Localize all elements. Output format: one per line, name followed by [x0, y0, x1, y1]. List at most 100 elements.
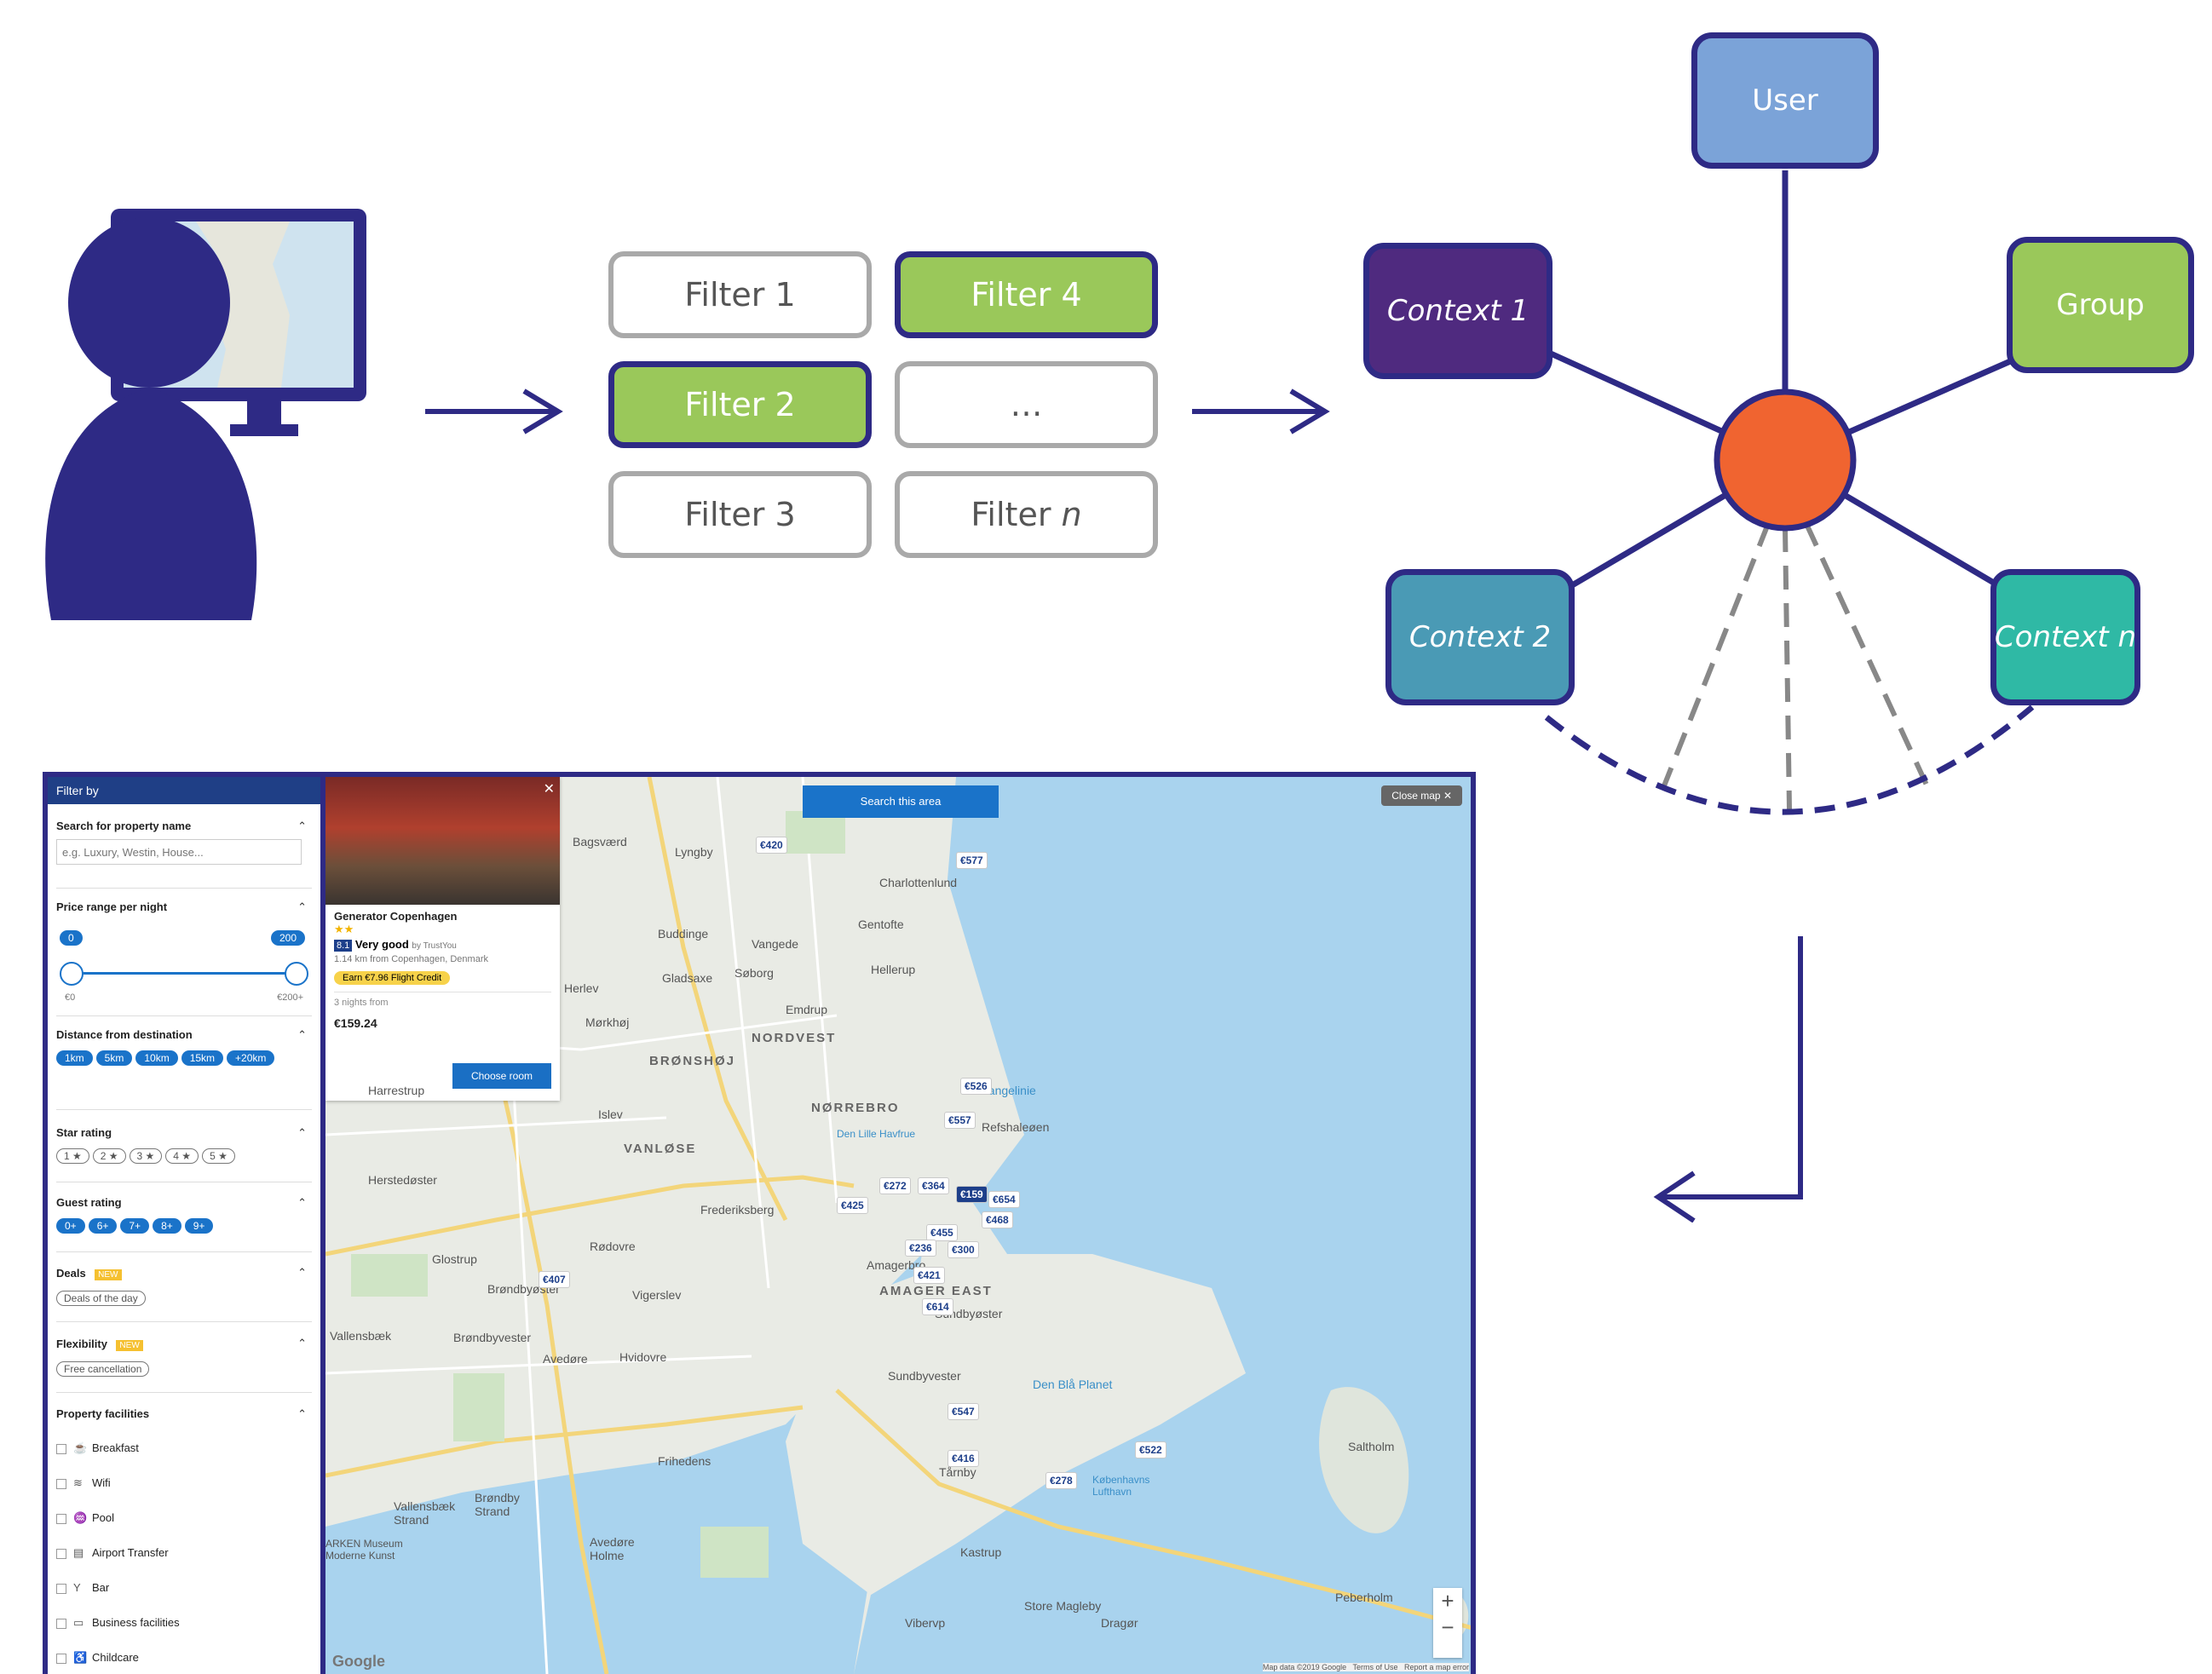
- price-marker[interactable]: €557: [944, 1112, 976, 1129]
- guest-7[interactable]: 7+: [120, 1218, 150, 1234]
- place-label: Den Blå Planet: [1033, 1378, 1113, 1391]
- deals-of-the-day[interactable]: Deals of the day: [56, 1291, 146, 1306]
- guest-6[interactable]: 6+: [88, 1218, 118, 1234]
- checkbox[interactable]: [56, 1548, 66, 1559]
- price-marker[interactable]: €236: [905, 1240, 936, 1257]
- filter-4[interactable]: Filter 4: [895, 251, 1158, 338]
- price-marker[interactable]: €364: [918, 1177, 949, 1194]
- star-3[interactable]: 3 ★: [129, 1148, 163, 1164]
- free-cancellation[interactable]: Free cancellation: [56, 1361, 150, 1377]
- place-label: NORDVEST: [752, 1031, 837, 1045]
- chevron-up-icon[interactable]: ⌃: [297, 1266, 307, 1279]
- flexibility-section: Flexibility NEW ⌃ Free cancellation: [56, 1337, 312, 1393]
- price-min-handle[interactable]: [60, 962, 84, 986]
- checkbox[interactable]: [56, 1583, 66, 1594]
- price-marker-selected[interactable]: €159: [956, 1186, 988, 1203]
- filter-n[interactable]: Filter n: [895, 471, 1158, 558]
- checkbox[interactable]: [56, 1478, 66, 1489]
- stroller-icon: ♿: [73, 1651, 88, 1664]
- price-marker[interactable]: €468: [982, 1211, 1013, 1228]
- hotel-name[interactable]: Generator Copenhagen: [334, 910, 458, 923]
- price-marker[interactable]: €421: [913, 1267, 945, 1284]
- cocktail-icon: Y: [73, 1581, 81, 1594]
- map-footer[interactable]: Map data ©2019 Google Terms of Use Repor…: [1262, 1663, 1469, 1671]
- price-marker[interactable]: €407: [539, 1271, 570, 1288]
- star-5[interactable]: 5 ★: [202, 1148, 235, 1164]
- price-marker[interactable]: €654: [988, 1191, 1020, 1208]
- price-marker[interactable]: €577: [956, 852, 988, 869]
- price-marker[interactable]: €425: [837, 1197, 868, 1214]
- filter-1[interactable]: Filter 1: [608, 251, 872, 338]
- chevron-up-icon[interactable]: ⌃: [297, 1337, 307, 1349]
- price-title: Price range per night: [56, 900, 168, 913]
- facility-business[interactable]: ▭Business facilities: [56, 1616, 180, 1630]
- close-map-button[interactable]: Close map ✕: [1381, 785, 1462, 806]
- facility-pool[interactable]: ♒Pool: [56, 1511, 114, 1525]
- checkbox[interactable]: [56, 1653, 66, 1664]
- facility-wifi[interactable]: ≋ Wifi: [56, 1476, 111, 1490]
- price-marker[interactable]: €278: [1046, 1472, 1077, 1489]
- price-marker[interactable]: €614: [922, 1298, 953, 1315]
- facility-airport-transfer[interactable]: ▤Airport Transfer: [56, 1546, 169, 1560]
- price-marker[interactable]: €547: [948, 1403, 979, 1420]
- deals-title: Deals: [56, 1267, 86, 1280]
- chevron-up-icon[interactable]: ⌃: [297, 1407, 307, 1420]
- star-1[interactable]: 1 ★: [56, 1148, 89, 1164]
- facility-breakfast[interactable]: ☕Breakfast: [56, 1441, 139, 1455]
- hotel-card[interactable]: ✕ Generator Copenhagen ★★ 8.1 Very good …: [325, 777, 560, 1101]
- distance-10km[interactable]: 10km: [135, 1050, 178, 1066]
- chevron-up-icon[interactable]: ⌃: [297, 1126, 307, 1139]
- place-label: Rødovre: [590, 1240, 636, 1253]
- place-label: Langelinie: [982, 1084, 1036, 1097]
- place-label: Hellerup: [871, 963, 916, 976]
- chevron-up-icon[interactable]: ⌃: [297, 1028, 307, 1041]
- guest-0[interactable]: 0+: [56, 1218, 85, 1234]
- guest-9[interactable]: 9+: [184, 1218, 214, 1234]
- price-marker[interactable]: €455: [926, 1224, 958, 1241]
- filter-2[interactable]: Filter 2: [608, 361, 872, 448]
- search-this-area-button[interactable]: Search this area: [803, 785, 999, 818]
- price-marker[interactable]: €420: [756, 837, 787, 854]
- zoom-in-button[interactable]: +: [1441, 1588, 1455, 1614]
- close-icon[interactable]: ✕: [543, 782, 555, 797]
- checkbox[interactable]: [56, 1513, 66, 1524]
- hotel-distance: 1.14 km from Copenhagen, Denmark: [334, 954, 488, 964]
- place-label: Tårnby: [939, 1465, 976, 1479]
- search-input[interactable]: [56, 839, 302, 865]
- wifi-icon: ≋: [73, 1476, 83, 1489]
- chevron-up-icon[interactable]: ⌃: [297, 820, 307, 832]
- checkbox[interactable]: [56, 1618, 66, 1629]
- place-label: Kastrup: [960, 1545, 1002, 1559]
- place-label: Amagerbro: [867, 1258, 926, 1272]
- distance-20km[interactable]: +20km: [227, 1050, 275, 1066]
- zoom-out-button[interactable]: −: [1441, 1614, 1455, 1640]
- distance-5km[interactable]: 5km: [95, 1050, 133, 1066]
- price-marker[interactable]: €300: [948, 1241, 979, 1258]
- choose-room-button[interactable]: Choose room: [452, 1063, 551, 1089]
- guest-8[interactable]: 8+: [153, 1218, 181, 1234]
- price-marker[interactable]: €526: [960, 1078, 992, 1095]
- hotel-stars: ★★: [334, 923, 354, 935]
- filter-sidebar: Filter by Search for property name ⌃ Pri…: [48, 777, 325, 1674]
- facility-label: Wifi: [92, 1476, 111, 1489]
- place-label: Vallensbæk Strand: [394, 1499, 456, 1527]
- user-at-computer-icon: [45, 209, 366, 620]
- price-marker[interactable]: €416: [948, 1450, 979, 1467]
- chevron-up-icon[interactable]: ⌃: [297, 1196, 307, 1209]
- checkbox[interactable]: [56, 1443, 66, 1454]
- chevron-up-icon[interactable]: ⌃: [297, 900, 307, 913]
- place-label: Vigerslev: [632, 1288, 682, 1302]
- distance-1km[interactable]: 1km: [56, 1050, 93, 1066]
- map-view[interactable]: ✕ Generator Copenhagen ★★ 8.1 Very good …: [325, 777, 1471, 1674]
- price-max-handle[interactable]: [285, 962, 308, 986]
- facility-childcare[interactable]: ♿Childcare: [56, 1651, 139, 1665]
- price-marker[interactable]: €272: [879, 1177, 911, 1194]
- filter-more[interactable]: …: [895, 361, 1158, 448]
- price-marker[interactable]: €522: [1135, 1441, 1166, 1458]
- facility-label: Airport Transfer: [92, 1546, 169, 1559]
- star-2[interactable]: 2 ★: [92, 1148, 126, 1164]
- filter-3[interactable]: Filter 3: [608, 471, 872, 558]
- distance-15km[interactable]: 15km: [181, 1050, 224, 1066]
- star-4[interactable]: 4 ★: [165, 1148, 199, 1164]
